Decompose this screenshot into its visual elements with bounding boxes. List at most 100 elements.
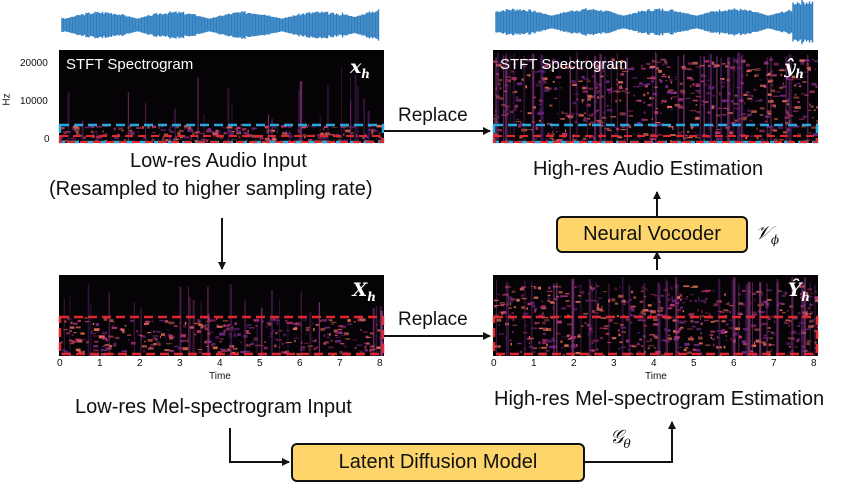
- spectrogram-cell: [100, 348, 104, 351]
- spectrogram-cell: [650, 310, 656, 314]
- spectrogram-cell: [129, 131, 131, 135]
- spectrogram-cell: [212, 346, 218, 350]
- spectrogram-cell: [497, 77, 499, 80]
- spectrogram-cell: [587, 98, 591, 101]
- spectrogram-cell: [651, 60, 656, 63]
- spectrogram-cell: [729, 63, 731, 66]
- spectrogram-cell: [553, 283, 555, 356]
- spectrogram-cell: [707, 64, 711, 67]
- spectrogram-cell: [692, 61, 698, 65]
- spectrogram-cell: [495, 57, 497, 143]
- spectrogram-cell: [813, 60, 818, 63]
- spectrogram-cell: [173, 138, 179, 141]
- spectrogram-cell: [606, 80, 610, 84]
- spectrogram-cell: [643, 84, 649, 87]
- spectrogram-cell: [562, 295, 568, 297]
- spectrogram-cell: [158, 134, 161, 136]
- spectrogram-cell: [246, 326, 249, 329]
- spectrogram-cell: [750, 100, 753, 103]
- x-tick: 7: [771, 358, 777, 369]
- spectrogram-cell: [630, 290, 634, 294]
- spectrogram-cell: [630, 305, 636, 307]
- spectrogram-cell: [376, 346, 381, 349]
- spectrogram-cell: [734, 119, 739, 122]
- spectrogram-cell: [507, 286, 512, 288]
- spectrogram-cell: [810, 311, 814, 314]
- spectrogram-cell: [614, 133, 617, 137]
- spectrogram-cell: [539, 119, 541, 122]
- spectrogram-cell: [665, 85, 668, 89]
- spectrogram-cell: [655, 61, 661, 63]
- spectrogram-cell: [542, 341, 546, 345]
- spectrogram-cell: [263, 347, 269, 350]
- spectrogram-cell: [672, 316, 675, 318]
- spectrogram-cell: [169, 137, 171, 139]
- spectrogram-cell: [642, 319, 646, 322]
- spectrogram-cell: [608, 319, 613, 322]
- spectrogram-cell: [601, 305, 603, 308]
- spectrogram-cell: [299, 348, 306, 351]
- spectrogram-cell: [684, 298, 688, 300]
- spectrogram-cell: [719, 355, 722, 356]
- spectrogram-cell: [652, 57, 654, 143]
- spectrogram-cell: [513, 63, 516, 66]
- spectrogram-cell: [747, 94, 754, 97]
- spectrogram-cell: [746, 64, 748, 66]
- spectrogram-cell: [744, 343, 749, 346]
- spectrogram-cell: [597, 306, 599, 309]
- spectrogram-cell: [737, 52, 740, 143]
- spectrogram-cell: [101, 354, 107, 356]
- spectrogram-cell: [611, 58, 615, 62]
- spectrogram-cell: [604, 325, 609, 328]
- spectrogram-cell: [379, 137, 384, 140]
- spectrogram-cell: [712, 343, 715, 347]
- spectrogram-cell: [636, 343, 641, 346]
- spectrogram-cell: [626, 339, 629, 343]
- spectrogram-cell: [715, 131, 721, 134]
- spectrogram-cell: [329, 319, 333, 322]
- spectrogram-cell: [813, 109, 816, 111]
- spectrogram-cell: [227, 348, 231, 352]
- spectrogram-cell: [287, 125, 292, 128]
- spectrogram-cell: [298, 89, 300, 143]
- spectrogram-cell: [335, 336, 341, 339]
- spectrogram-cell: [128, 355, 133, 356]
- spectrogram-cell: [738, 283, 740, 356]
- spectrogram-cell: [565, 129, 567, 133]
- spectrogram-cell: [700, 317, 702, 320]
- spectrogram-cell: [714, 320, 720, 322]
- spectrogram-cell: [688, 69, 694, 72]
- spectrogram-cell: [83, 136, 86, 139]
- spectrogram-cell: [582, 86, 587, 90]
- spectrogram-cell: [711, 105, 714, 109]
- spectrogram-cell: [759, 301, 765, 303]
- spectrogram-cell: [546, 340, 552, 343]
- spectrogram-cell: [229, 132, 234, 135]
- spectrogram-cell: [539, 99, 541, 102]
- spectrogram-cell: [733, 69, 737, 72]
- spectrogram-cell: [67, 92, 70, 143]
- spectrogram-cell: [63, 298, 65, 356]
- spectrogram-cell: [277, 128, 279, 132]
- spectrogram-cell: [767, 303, 769, 306]
- spectrogram-cell: [575, 301, 581, 303]
- spectrogram-cell: [497, 52, 500, 143]
- spectrogram-cell: [618, 329, 620, 332]
- spectrogram-cell: [670, 91, 676, 94]
- spectrogram-cell: [745, 136, 748, 140]
- spectrogram-cell: [618, 347, 621, 350]
- spectrogram-cell: [169, 336, 174, 340]
- spectrogram-cell: [369, 332, 374, 334]
- spectrogram-cell: [519, 350, 523, 354]
- spectrogram-cell: [786, 355, 789, 356]
- spectrogram-cell: [619, 341, 623, 344]
- spectrogram-cell: [241, 128, 247, 131]
- spectrogram-cell: [733, 332, 738, 336]
- spectrogram-cell: [556, 295, 560, 298]
- spectrogram-cell: [773, 333, 776, 336]
- spectrogram-cell: [102, 133, 108, 136]
- spectrogram-cell: [331, 321, 337, 323]
- spectrogram-cell: [643, 101, 646, 104]
- spectrogram-cell: [771, 331, 774, 335]
- spectrogram-cell: [493, 60, 498, 63]
